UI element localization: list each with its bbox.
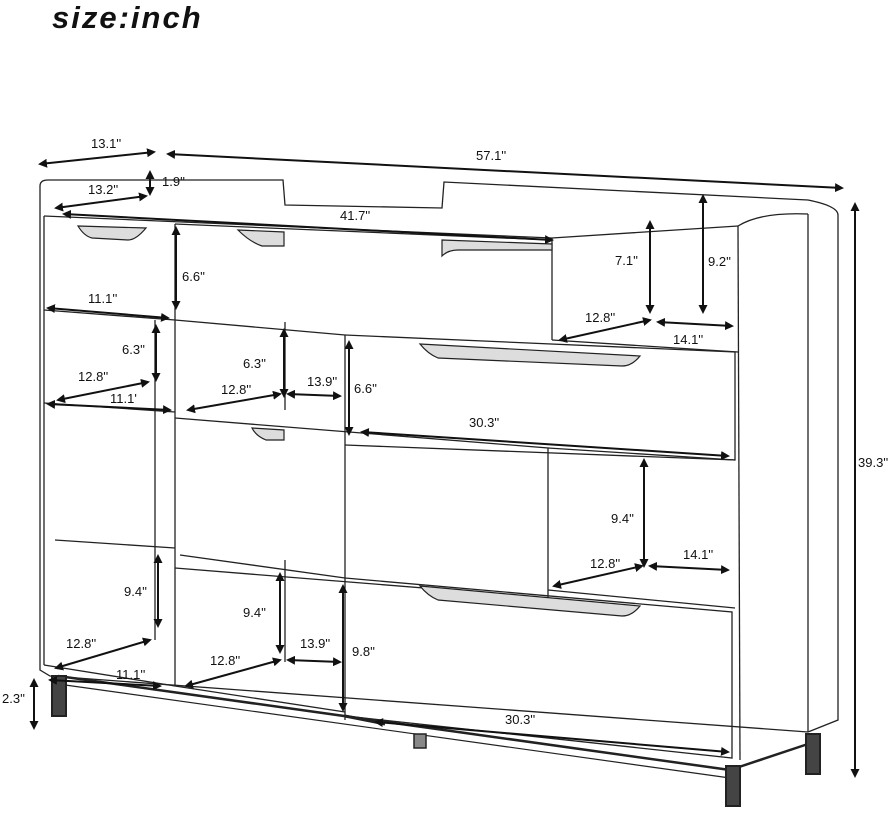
label-right-lower-shelf-depth: 12.8'' xyxy=(590,556,620,571)
label-top-right-shelf-depth: 12.8'' xyxy=(585,310,615,325)
label-rail-height: 1.9'' xyxy=(162,174,185,189)
label-left-cube-width: 11.1' xyxy=(110,391,137,406)
label-bottom-mid-cube-width: 13.9'' xyxy=(300,636,330,651)
label-depth-top: 13.1'' xyxy=(91,136,121,151)
label-inner-depth: 13.2'' xyxy=(88,182,118,197)
label-mid-cube-width: 13.9'' xyxy=(307,374,337,389)
label-top-left-shelf-width: 11.1'' xyxy=(88,291,117,306)
metal-base xyxy=(51,674,821,807)
label-left-cube-height: 6.3'' xyxy=(122,342,145,357)
label-top-drawer-height: 6.6'' xyxy=(182,269,205,284)
label-bottom-drawer-height: 9.8'' xyxy=(352,644,375,659)
label-bottom-left-cube-width: 11.1'' xyxy=(116,667,145,682)
label-right-lower-shelf-height: 9.4'' xyxy=(611,511,634,526)
label-right-drawer-width: 30.3'' xyxy=(469,415,499,430)
label-bottom-drawer-width: 30.3'' xyxy=(505,712,535,727)
label-right-lower-shelf-width: 14.1'' xyxy=(683,547,713,562)
label-mid-cube-height: 6.3'' xyxy=(243,356,266,371)
label-top-drawer-width: 41.7'' xyxy=(340,208,370,223)
label-top-right-side-height: 9.2'' xyxy=(708,254,731,269)
dimension-labels: 13.1'' 57.1'' 13.2'' 1.9'' 41.7'' 6.6'' … xyxy=(2,136,888,727)
label-right-drawer-height: 6.6'' xyxy=(354,381,377,396)
label-top-right-shelf-width: 14.1'' xyxy=(673,332,703,347)
label-bottom-left-cube-height: 9.4'' xyxy=(124,584,147,599)
label-bottom-mid-cube-height: 9.4'' xyxy=(243,605,266,620)
label-bottom-mid-cube-depth: 12.8'' xyxy=(210,653,240,668)
label-leg-height: 2.3'' xyxy=(2,691,25,706)
label-top-right-shelf-height: 7.1'' xyxy=(615,253,638,268)
label-overall-height: 39.3'' xyxy=(858,455,888,470)
dimension-arrows xyxy=(29,148,860,778)
size-unit-title: size:inch xyxy=(52,0,203,35)
label-mid-cube-depth: 12.8'' xyxy=(221,382,251,397)
label-bottom-left-cube-depth: 12.8'' xyxy=(66,636,96,651)
label-width-overall: 57.1'' xyxy=(476,148,506,163)
drawer-handles xyxy=(76,225,642,617)
label-left-cube-depth: 12.8'' xyxy=(78,369,108,384)
